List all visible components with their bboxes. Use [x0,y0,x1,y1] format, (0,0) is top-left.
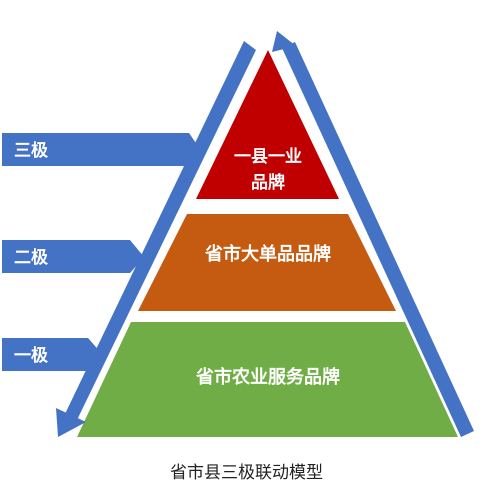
level-arrow-1: 一极 [2,338,102,371]
tier-middle-shape [138,214,396,311]
diagram-caption: 省市县三极联动模型 [170,463,323,483]
level-label-2: 二极 [14,248,48,268]
level-label-1: 一极 [14,346,48,366]
level-label-3: 三极 [14,141,48,161]
tier-bottom-shape [77,322,458,437]
tier-top-shape [196,50,339,199]
right-up-arrow [272,31,474,437]
level-arrow-3: 三极 [2,133,200,166]
tier-middle-label: 省市大单品品牌 [204,243,331,265]
tier-top-label-line1: 一县一业 [234,147,302,167]
tier-bottom-label: 省市农业服务品牌 [195,366,340,388]
left-down-arrow [56,41,256,437]
tier-bottom: 省市农业服务品牌 [77,322,458,437]
tier-top-label-line2: 品牌 [251,172,285,193]
tier-middle: 省市大单品品牌 [138,214,396,311]
tier-top: 一县一业 品牌 [196,50,339,199]
level-arrow-2: 二极 [2,240,144,273]
